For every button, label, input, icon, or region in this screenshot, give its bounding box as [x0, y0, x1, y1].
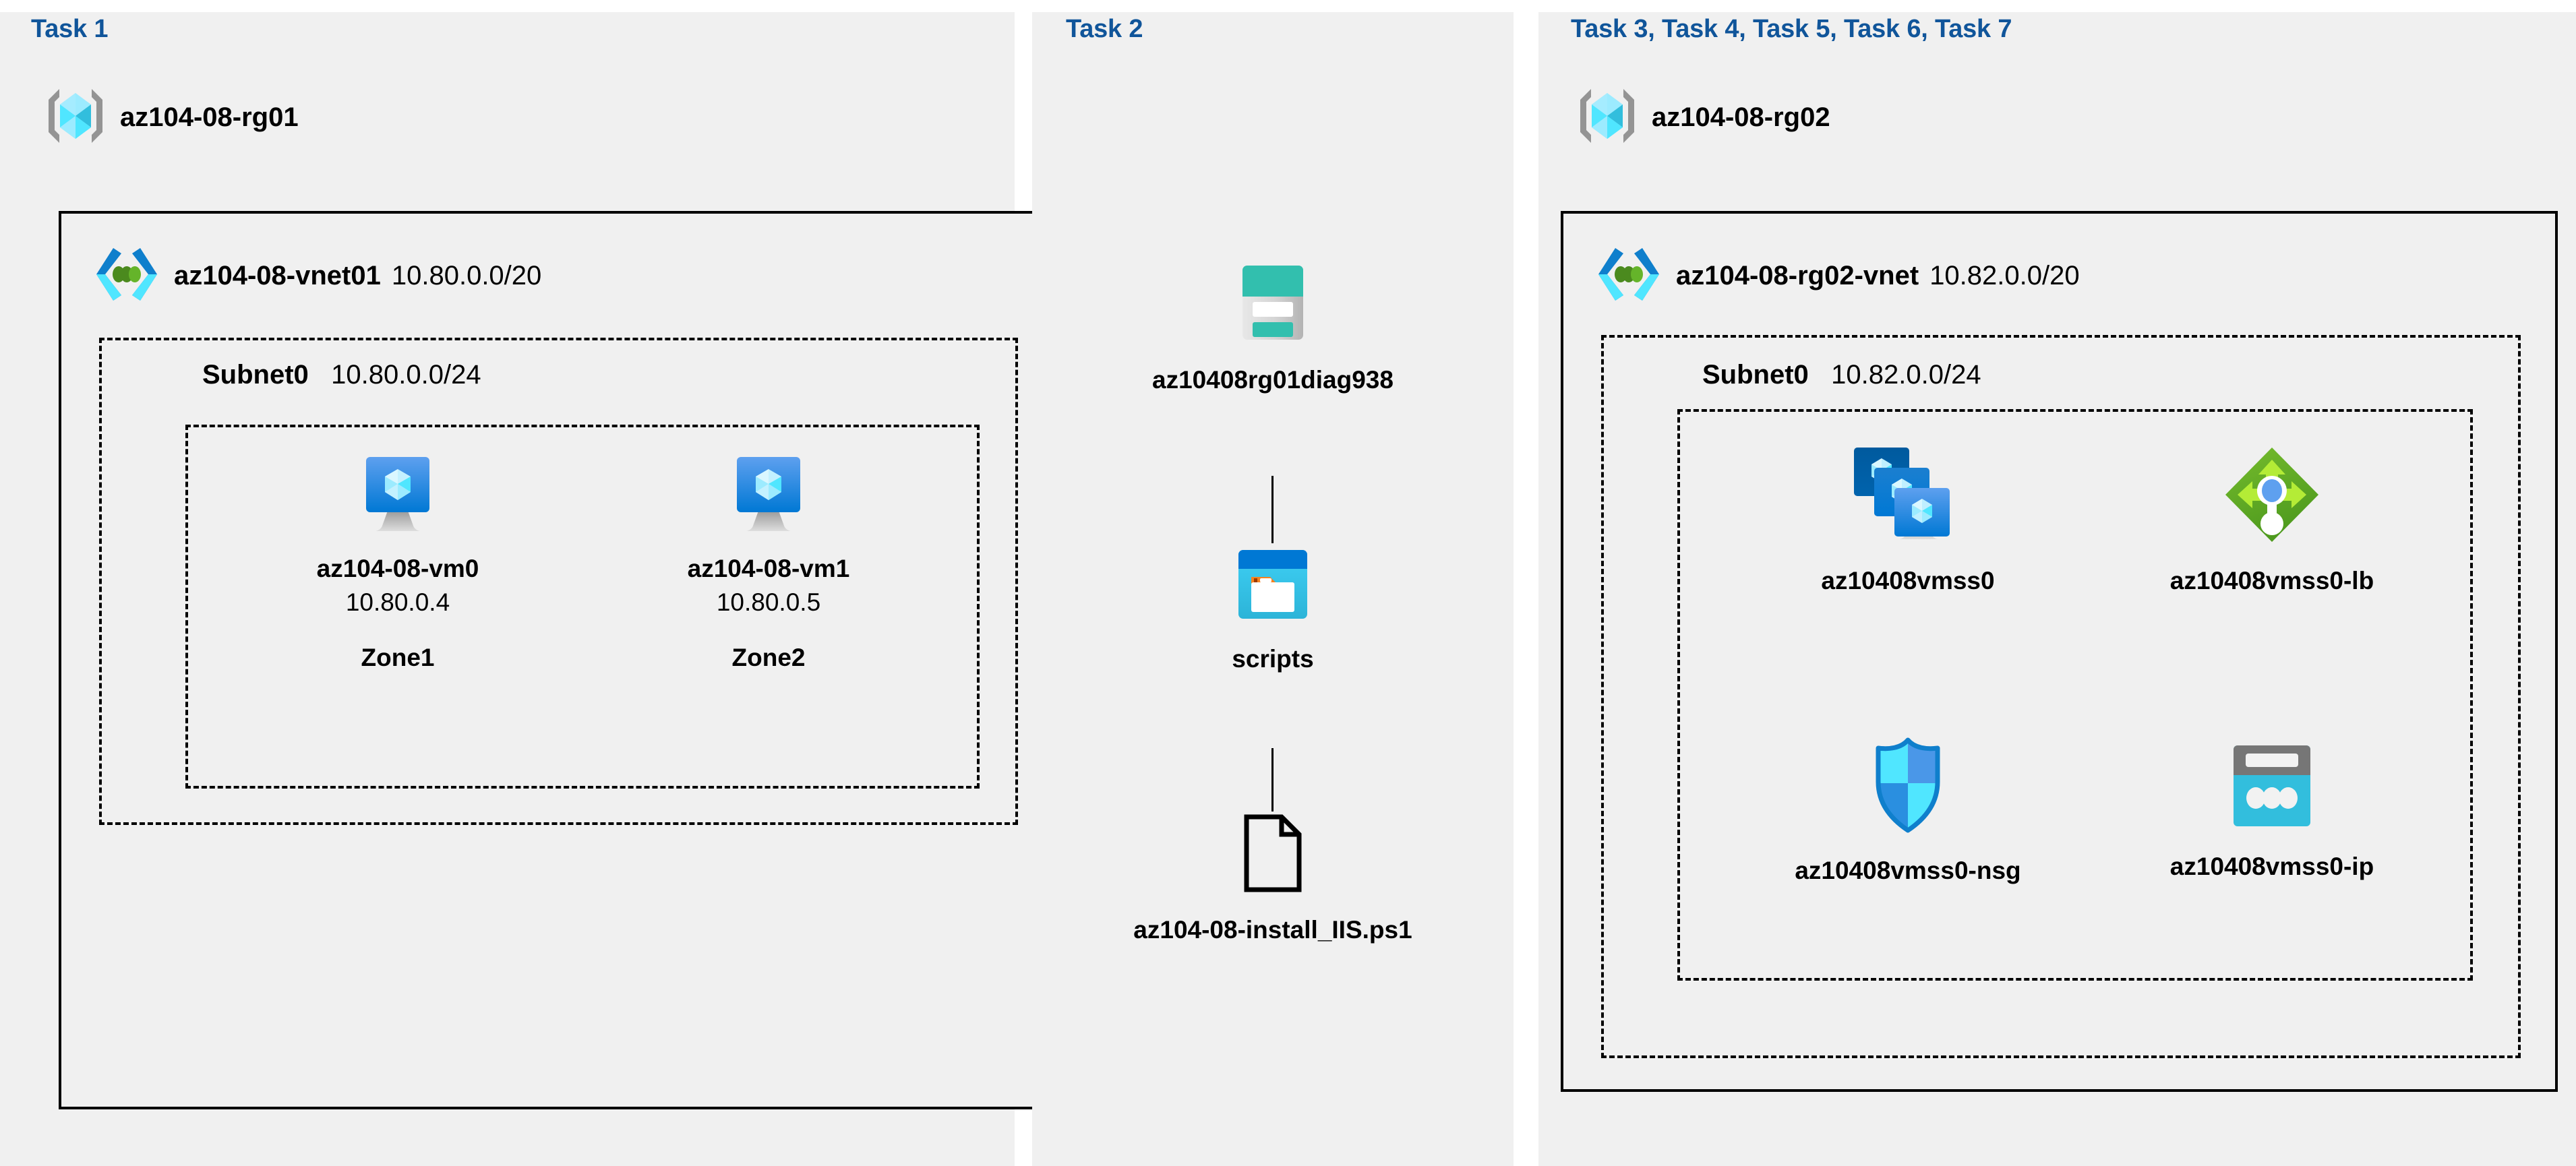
- task1-vnet-cidr: 10.80.0.0/20: [391, 260, 542, 290]
- task3to7-vmss-node[interactable]: az10408vmss0: [1760, 443, 2056, 595]
- task3to7-resource-group-header: az104-08-rg02: [1578, 86, 1830, 148]
- task3to7-label: Task 3, Task 4, Task 5, Task 6, Task 7: [1571, 15, 2012, 43]
- task1-vm1-zone: Zone2: [731, 644, 806, 671]
- task1-subnet-title: Subnet0 10.80.0.0/24: [202, 360, 481, 390]
- task2-file-name: az104-08-install_IIS.ps1: [1133, 916, 1412, 944]
- task1-vm1-ip: 10.80.0.5: [716, 588, 821, 616]
- task1-vnet-name: az104-08-vnet01: [174, 260, 381, 290]
- task3to7-subnet-name: Subnet0: [1702, 360, 1809, 390]
- task3to7-vmss-name: az10408vmss0: [1821, 567, 1995, 594]
- task3to7-vnet-name: az104-08-rg02-vnet: [1676, 260, 1919, 290]
- task1-vm0-node[interactable]: az104-08-vm0 10.80.0.4 Zone1: [270, 453, 526, 672]
- task3to7-nsg-node[interactable]: az10408vmss0-nsg: [1760, 735, 2056, 885]
- task2-container-node[interactable]: scripts: [1121, 547, 1425, 673]
- task3to7-subnet-box: [1601, 335, 2521, 1058]
- connector-scripts-to-file: [1271, 748, 1274, 811]
- resource-group-icon: [1578, 85, 1637, 150]
- public-ip-address-icon: [2228, 740, 2316, 835]
- load-balancer-icon: [2221, 443, 2323, 549]
- task1-resource-group-name: az104-08-rg01: [120, 102, 299, 132]
- task1-subnet-name: Subnet0: [202, 360, 309, 390]
- task3to7-subnet-cidr: 10.82.0.0/24: [1831, 360, 1981, 390]
- connector-storage-to-scripts: [1271, 476, 1274, 543]
- task3to7-nsg-name: az10408vmss0-nsg: [1795, 857, 2021, 884]
- task1-subnet-box: [99, 338, 1018, 825]
- virtual-network-icon: [94, 244, 159, 308]
- task2-label: Task 2: [1066, 15, 1143, 43]
- blob-container-icon: [1236, 547, 1310, 625]
- resource-group-icon: [46, 85, 105, 150]
- task2-storage-name: az10408rg01diag938: [1152, 366, 1394, 394]
- storage-account-icon: [1239, 263, 1307, 357]
- task1-vm0-name: az104-08-vm0: [316, 555, 479, 582]
- task3to7-lb-node[interactable]: az10408vmss0-lb: [2124, 443, 2420, 595]
- task2-storage-node[interactable]: az10408rg01diag938: [1121, 263, 1425, 394]
- task3to7-resources-box: [1677, 409, 2473, 981]
- task1-vm0-ip: 10.80.0.4: [345, 588, 450, 616]
- task3to7-vnet-cidr: 10.82.0.0/20: [1929, 260, 2080, 290]
- virtual-machine-icon: [358, 453, 438, 537]
- network-security-group-icon: [1864, 735, 1952, 839]
- task3to7-subnet-title: Subnet0 10.82.0.0/24: [1702, 360, 1981, 390]
- task3to7-ip-node[interactable]: az10408vmss0-ip: [2124, 740, 2420, 881]
- task3to7-vnet-box: [1561, 211, 2558, 1092]
- task2-file-node[interactable]: az104-08-install_IIS.ps1: [1121, 814, 1425, 944]
- virtual-network-icon: [1596, 244, 1661, 308]
- task3to7-ip-name: az10408vmss0-ip: [2169, 853, 2374, 880]
- task2-container-name: scripts: [1232, 645, 1314, 673]
- task1-resource-group-header: az104-08-rg01: [46, 86, 299, 148]
- task1-zones-box: [185, 425, 980, 789]
- task1-vm1-node[interactable]: az104-08-vm1 10.80.0.5 Zone2: [640, 453, 897, 672]
- vm-scale-set-icon: [1850, 443, 1966, 549]
- task1-vm0-zone: Zone1: [361, 644, 435, 671]
- task3to7-resource-group-name: az104-08-rg02: [1652, 102, 1830, 132]
- task3to7-lb-name: az10408vmss0-lb: [2169, 567, 2374, 594]
- task1-subnet-cidr: 10.80.0.0/24: [331, 360, 481, 390]
- task1-label: Task 1: [31, 15, 109, 43]
- task1-vnet-header: az104-08-vnet01 10.80.0.0/20: [94, 245, 541, 306]
- task1-vm1-name: az104-08-vm1: [687, 555, 850, 582]
- task3to7-vnet-header: az104-08-rg02-vnet 10.82.0.0/20: [1596, 245, 2080, 306]
- virtual-machine-icon: [729, 453, 808, 537]
- file-icon: [1244, 814, 1302, 896]
